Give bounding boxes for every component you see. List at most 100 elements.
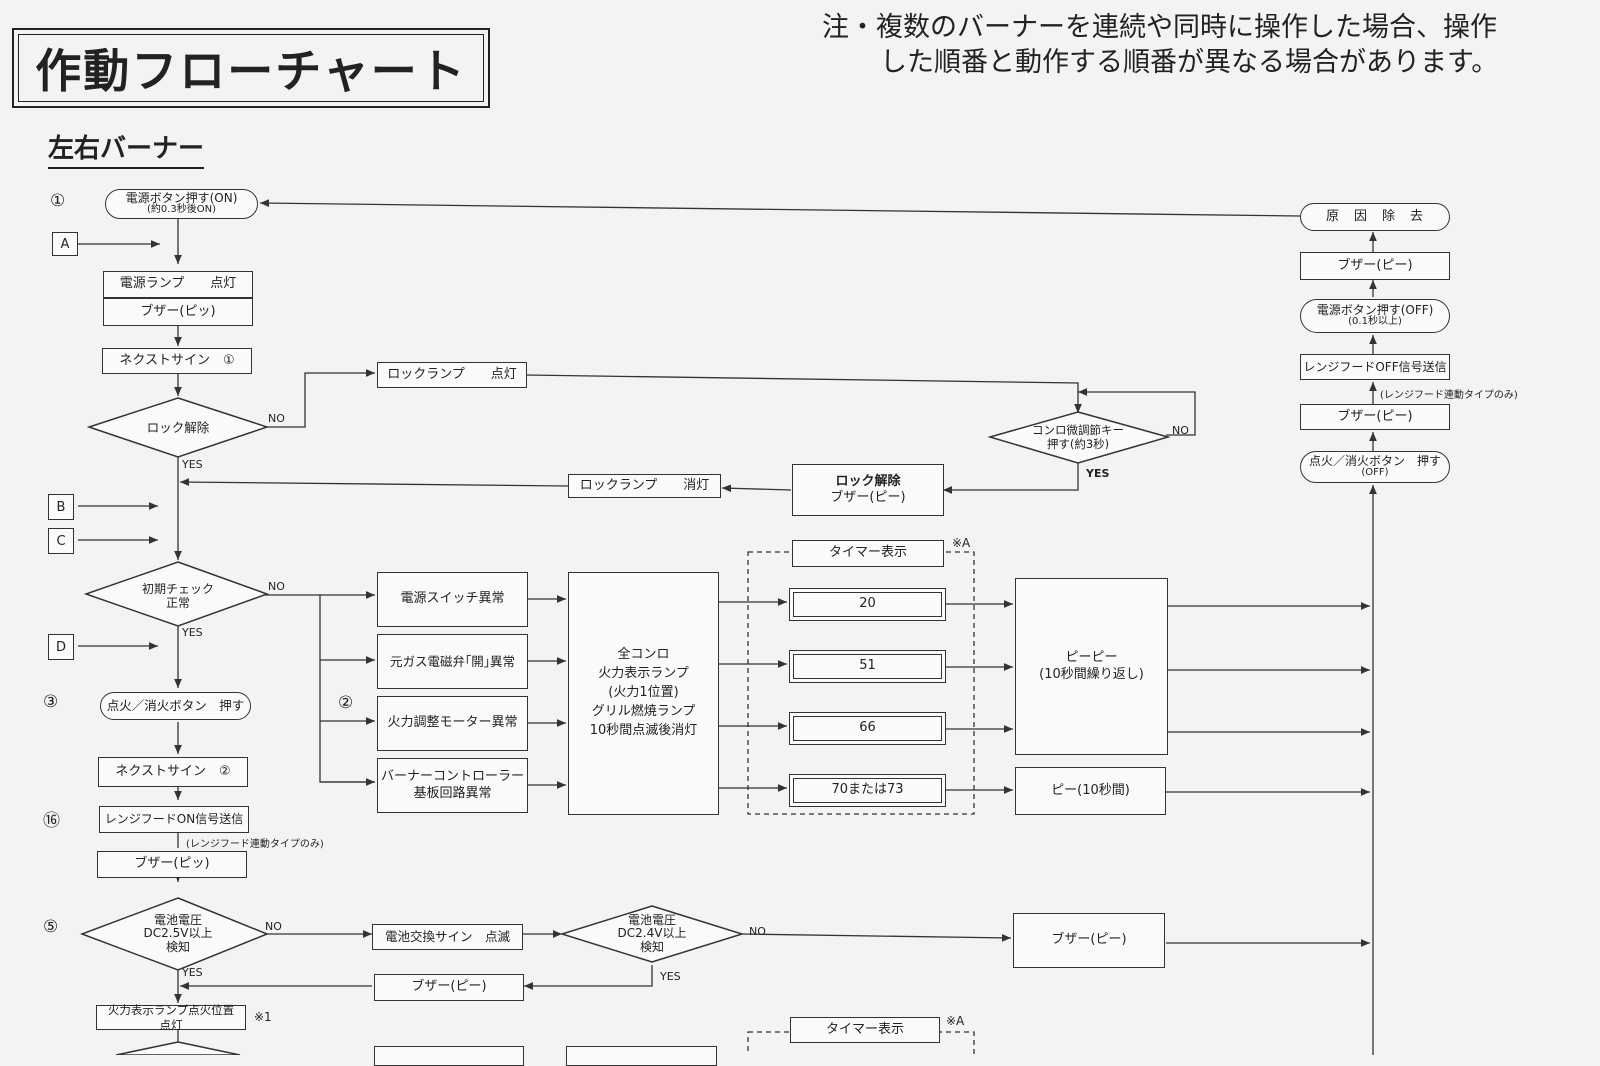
node-buzzer-pii-b: ブザー(ピー) <box>1013 913 1165 968</box>
node-hood-off: レンジフードOFF信号送信 <box>1300 354 1450 380</box>
step-16: ⑯ <box>43 811 60 831</box>
key-yes-label: YES <box>1086 467 1110 480</box>
node-timer-display: タイマー表示 <box>792 540 944 567</box>
node-buzzer-r2: ブザー(ピー) <box>1300 404 1450 430</box>
power-off-label: 電源ボタン押す(OFF) <box>1316 303 1434 318</box>
diamond-konro-key <box>987 411 1171 464</box>
err-board-1: バーナーコントローラー <box>380 769 524 785</box>
entry-a: A <box>52 232 78 256</box>
section-title: 左右バーナー <box>48 128 205 169</box>
all-konro-4: グリル燃焼ランプ <box>591 703 696 719</box>
konro-key-text: コンロ微調節キー 押す(約3秒) <box>1010 422 1146 454</box>
power-on-label: 電源ボタン押す(ON) <box>125 191 238 206</box>
diamond-lock-release <box>86 397 270 458</box>
edge-key-yes <box>943 462 1079 494</box>
all-konro-2: 火力表示ランプ <box>598 666 689 682</box>
node-code-70: 70または73 <box>789 774 946 807</box>
battery-1: 電池電圧 <box>153 913 202 928</box>
check-no-label: NO <box>268 580 285 593</box>
node-timer-display-2: タイマー表示 <box>790 1017 940 1043</box>
all-konro-5: 10秒間点滅後消灯 <box>589 722 698 738</box>
hood-note-left: (レンジフード連動タイプのみ) <box>186 839 324 850</box>
battery-no-label: NO <box>265 920 282 933</box>
node-power-on: 電源ボタン押す(ON) (約0.3秒後ON) <box>105 189 258 219</box>
lock-release-text: ロック解除 <box>146 419 210 435</box>
power-off-sub: (0.1秒以上) <box>1348 316 1402 328</box>
lock-yes-label: YES <box>182 458 203 471</box>
key-no-label: NO <box>1172 424 1189 437</box>
diamond-battery-24 <box>559 905 745 963</box>
all-konro-3: (火力1位置) <box>608 685 679 701</box>
release-buzzer: ブザー(ピー) <box>830 490 906 505</box>
beep-2: (10秒間繰り返し) <box>1039 666 1144 682</box>
init-check-1: 初期チェック <box>141 581 214 596</box>
init-check-2: 正常 <box>165 596 190 610</box>
node-ignite-off: 点火／消火ボタン 押す (OFF) <box>1300 451 1450 483</box>
edge-cause-to-power <box>259 199 1301 217</box>
note-text: 注・複数のバーナーを連続や同時に操作した場合、操作 した順番と動作する順番が異な… <box>822 10 1592 80</box>
node-next-sign-1: ネクストサイン ① <box>102 348 252 374</box>
note-line-2: した順番と動作する順番が異なる場合があります。 <box>880 47 1499 79</box>
konro-key-2: 押す(約3秒) <box>1046 437 1110 451</box>
node-code-51: 51 <box>789 650 946 683</box>
battery24-no-label: NO <box>749 925 766 938</box>
err-board-2: 基板回路異常 <box>413 785 492 801</box>
battery24-yes-label: YES <box>660 970 681 983</box>
edge-no-bus <box>319 595 375 783</box>
edge-key-no <box>1078 388 1196 436</box>
node-cut-1 <box>374 1046 524 1066</box>
node-err-motor: 火力調整モーター異常 <box>377 696 528 751</box>
power-on-sub: (約0.3秒後ON) <box>146 204 217 216</box>
edge-locklamp-to-key <box>525 374 1082 413</box>
node-lock-lamp-on: ロックランプ 点灯 <box>377 362 527 388</box>
init-check-text: 初期チェック 正常 <box>120 580 236 612</box>
ignite-off-label: 点火／消火ボタン 押す <box>1308 454 1441 469</box>
note-a2: ※A <box>946 1014 965 1028</box>
battery24-3: 検知 <box>639 939 664 954</box>
node-code-66: 66 <box>789 712 946 745</box>
edge-lockoff-to-main <box>179 478 569 487</box>
edge-release-to-lockoff <box>721 484 792 493</box>
node-beep-10: ピー(10秒間) <box>1015 767 1166 815</box>
node-lock-release-buzzer: ロック解除 ブザー(ピー) <box>792 464 944 516</box>
release-label: ロック解除 <box>835 473 901 489</box>
node-next-sign-2: ネクストサイン ② <box>98 757 248 787</box>
chart-title-frame: 作動フローチャート <box>12 28 490 108</box>
all-konro-1: 全コンロ <box>617 647 670 663</box>
node-hood-on: レンジフードON信号送信 <box>99 806 249 833</box>
battery-25-text: 電池電圧 DC2.5V以上 検知 <box>118 912 238 956</box>
note-line-1: 注・複数のバーナーを連続や同時に操作した場合、操作 <box>822 12 1497 43</box>
battery-2: DC2.5V以上 <box>143 926 213 941</box>
battery24-2: DC2.4V以上 <box>617 926 687 941</box>
node-buzzer-pii-c: ブザー(ピー) <box>374 974 524 1001</box>
beep-1: ピーピー <box>1065 650 1118 666</box>
entry-d: D <box>48 634 74 660</box>
node-cause-removal: 原 因 除 去 <box>1300 203 1450 231</box>
node-all-konro: 全コンロ 火力表示ランプ (火力1位置) グリル燃焼ランプ 10秒間点滅後消灯 <box>568 572 719 815</box>
edge-lock-no <box>265 369 375 428</box>
battery24-1: 電池電圧 <box>627 913 676 928</box>
diamond-battery-25 <box>79 897 270 971</box>
battery-3: 検知 <box>165 939 190 954</box>
step-1: ① <box>50 191 66 211</box>
node-buzzer-pi: ブザー(ピッ) <box>103 298 253 326</box>
node-battery-change: 電池交換サイン 点滅 <box>372 924 523 950</box>
node-err-power-switch: 電源スイッチ異常 <box>377 572 528 627</box>
node-code-20: 20 <box>789 588 946 621</box>
node-lock-lamp-off: ロックランプ 消灯 <box>568 474 721 498</box>
node-err-board: バーナーコントローラー 基板回路異常 <box>377 758 528 813</box>
hood-note-right: (レンジフード連動タイプのみ) <box>1380 390 1518 401</box>
lock-no-label: NO <box>268 412 285 425</box>
chart-title: 作動フローチャート <box>18 34 484 102</box>
diamond-init-check <box>83 561 270 627</box>
step-5: ⑤ <box>43 917 59 937</box>
note-a: ※A <box>952 536 971 550</box>
node-beep-repeat: ピーピー (10秒間繰り返し) <box>1015 578 1168 755</box>
node-buzzer-pi-2: ブザー(ピッ) <box>97 851 247 878</box>
check-yes-label: YES <box>182 626 203 639</box>
entry-b: B <box>48 494 74 520</box>
battery-yes-label: YES <box>182 966 203 979</box>
edge-bat24-yes <box>524 965 653 990</box>
battery-24-text: 電池電圧 DC2.4V以上 検知 <box>594 912 710 956</box>
node-ignite-on: 点火／消火ボタン 押す <box>100 692 251 720</box>
